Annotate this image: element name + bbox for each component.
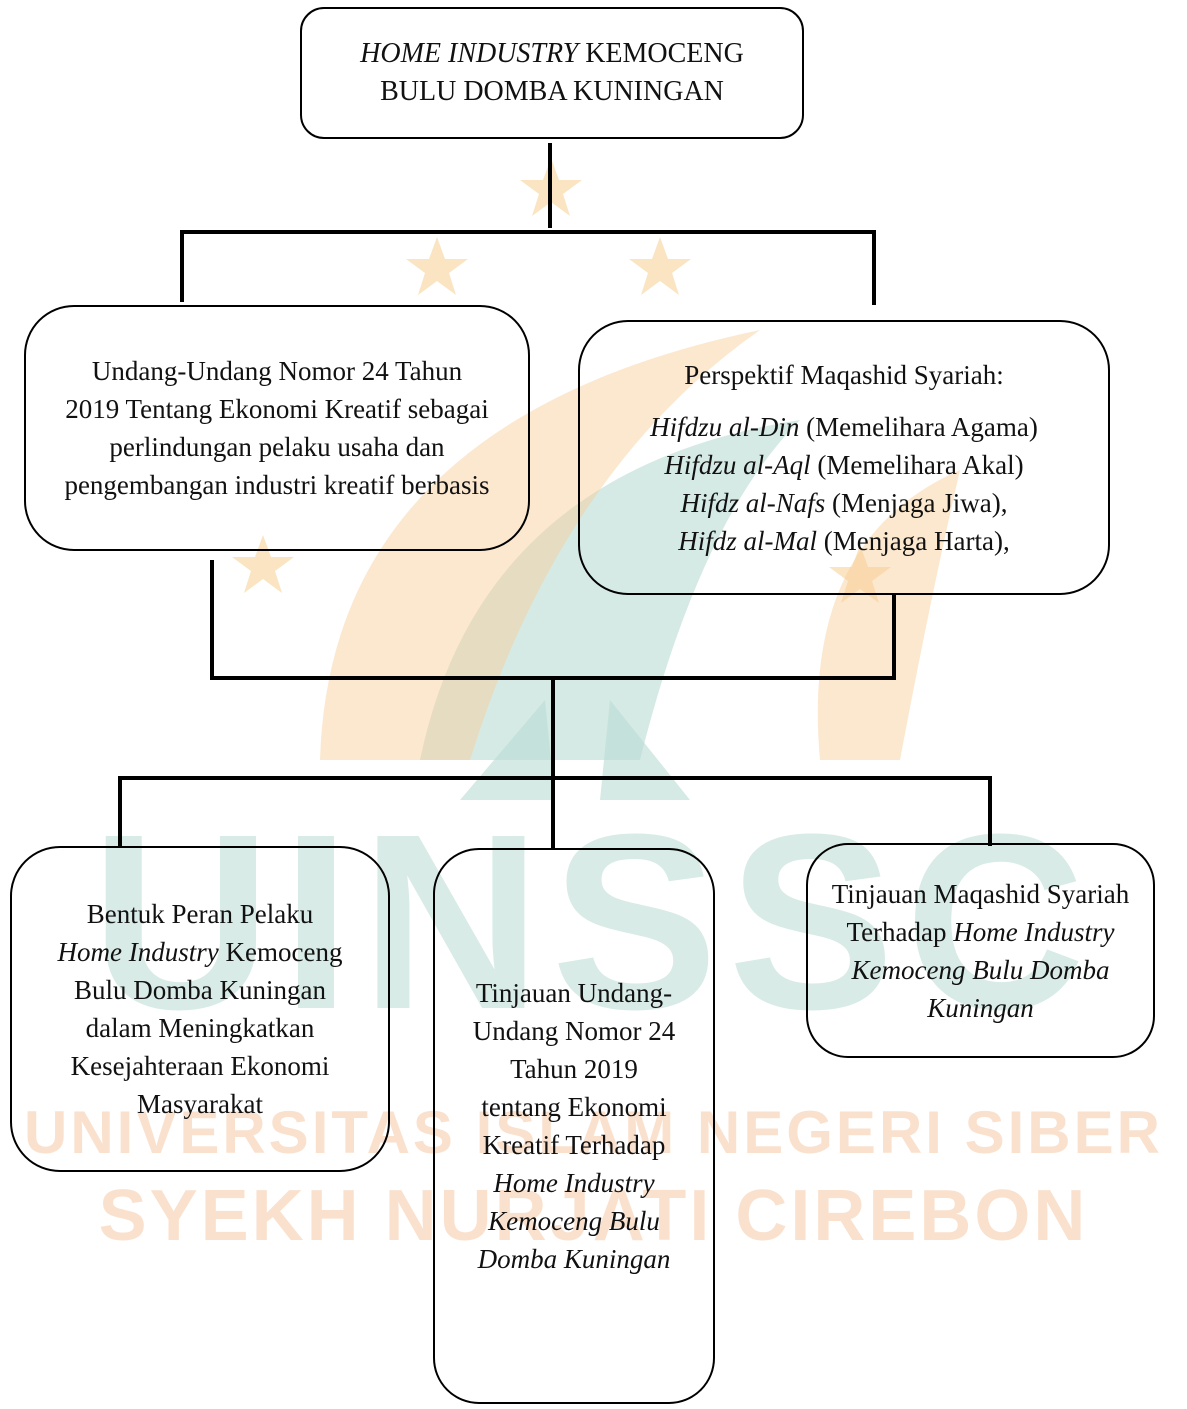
maqashid-title: Perspektif Maqashid Syariah: [684,359,1004,390]
maqashid-box-text: Perspektif Maqashid Syariah: Hifdzu al-D… [594,356,1094,560]
watermark-line-2: SYEKH NURJATI CIREBON [98,1176,1089,1256]
connector-law-box-down [210,560,214,680]
connector-to-role-box [118,776,122,848]
maqashid-item: Hifdz al-Mal (Menjaga Harta), [678,525,1010,556]
connector-middle-down [551,676,555,780]
watermark-star [829,545,891,603]
root-box-text: HOME INDUSTRY KEMOCENG BULU DOMBA KUNING… [360,38,744,107]
review-maqashid-box: Tinjauan Maqashid Syariah Terhadap Home … [806,843,1155,1058]
review-law-box-text: Tinjauan Undang-Undang Nomor 24 Tahun 20… [472,978,676,1274]
connector-maqashid-box-down [892,595,896,680]
maqashid-item: Hifdzu al-Aql (Memelihara Akal) [664,449,1024,480]
role-box-text: Bentuk Peran Pelaku Home Industry Kemoce… [57,899,343,1119]
review-law-box: Tinjauan Undang-Undang Nomor 24 Tahun 20… [433,848,715,1404]
watermark-star [232,535,294,593]
watermark-star [406,237,468,295]
root-box: HOME INDUSTRY KEMOCENG BULU DOMBA KUNING… [300,7,804,139]
connector-to-maqashid-box [872,230,876,305]
maqashid-box: Perspektif Maqashid Syariah: Hifdzu al-D… [578,320,1110,595]
law-box-text: Undang-Undang Nomor 24 Tahun 2019 Tentan… [64,356,490,500]
connector-to-review-maqashid-box [988,776,992,846]
watermark-star [629,237,691,295]
connector-root-down [548,143,552,228]
connector-bottom-horizontal [118,776,992,780]
law-box: Undang-Undang Nomor 24 Tahun 2019 Tentan… [24,305,530,551]
connector-to-law-box [180,230,184,302]
maqashid-item: Hifdzu al-Din (Memelihara Agama) [650,411,1038,442]
maqashid-item: Hifdz al-Nafs (Menjaga Jiwa), [680,487,1008,518]
watermark-logo-text: UINSSC [91,782,1096,1061]
review-maqashid-box-text: Tinjauan Maqashid Syariah Terhadap Home … [831,878,1130,1023]
role-box: Bentuk Peran Pelaku Home Industry Kemoce… [10,846,390,1172]
connector-to-review-law-box [551,776,555,848]
watermark-line-1: UNIVERSITAS ISLAM NEGERI SIBER [23,1099,1163,1166]
connector-top-horizontal [180,230,876,234]
